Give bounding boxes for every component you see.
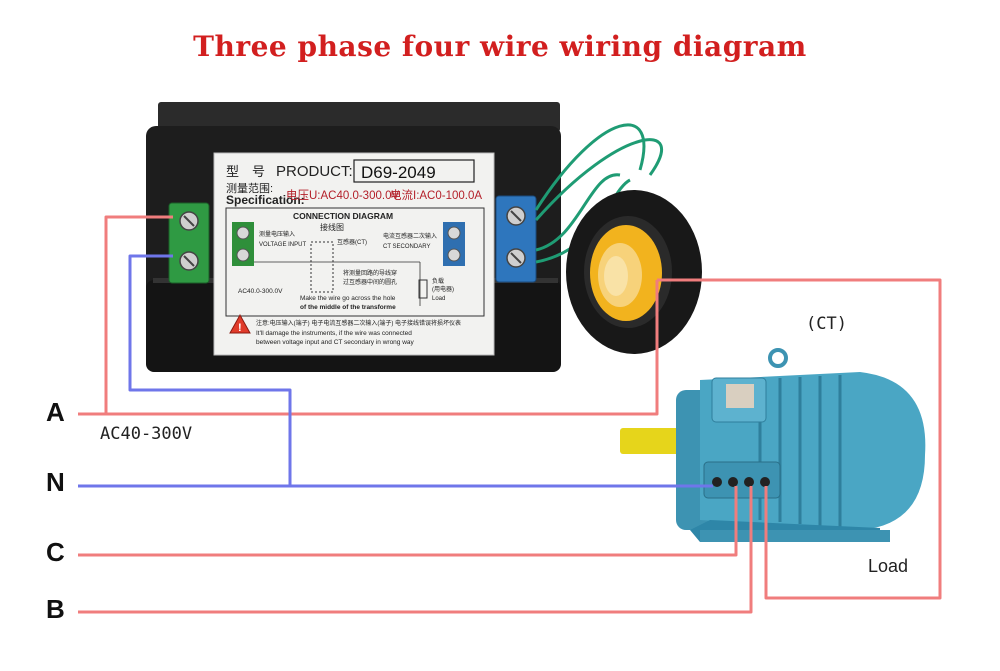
wire-ct-return xyxy=(657,278,942,600)
wire-b xyxy=(78,486,753,614)
spec-key: Specification: xyxy=(226,193,305,207)
ct-secondary-cn: 电流互感器二次输入 xyxy=(383,232,437,240)
meter-bezel xyxy=(158,102,560,132)
product-key: PRODUCT: xyxy=(276,163,353,180)
voltage-input-label: VOLTAGE INPUT xyxy=(259,242,306,248)
product-value: D69-2049 xyxy=(361,163,436,182)
load-cn: 负载 xyxy=(432,277,444,285)
wire-note-cn-1: 将测量回路的导线穿 xyxy=(343,269,397,277)
spec-current: 电流I:AC0-100.0A xyxy=(390,188,482,202)
warning-icon xyxy=(229,313,251,334)
ct-secondary-label: CT SECONDARY xyxy=(383,244,430,250)
warning-line-1: It'll damage the instruments, if the wir… xyxy=(256,330,412,337)
wire-a xyxy=(78,280,659,416)
current-transformer xyxy=(566,190,702,354)
phase-label-c: C xyxy=(46,537,65,567)
phase-label-n: N xyxy=(46,467,65,497)
load-cn-2: (用电器) xyxy=(432,285,454,293)
svg-text:!: ! xyxy=(238,322,242,334)
motor-shaft xyxy=(620,428,680,454)
diagram-title: Three phase four wire wiring diagram xyxy=(193,30,807,63)
motor-terminal-box xyxy=(703,461,781,499)
wire-c xyxy=(78,486,738,557)
wire-a-tap xyxy=(104,215,173,414)
wire-note-2: of the middle of the transforme xyxy=(300,304,396,311)
load-label: Load xyxy=(868,556,909,576)
motor-load xyxy=(620,348,926,542)
warning-cn: 注意:电压输入(端子) 电子电流互感器二次输入(端子) 电子接线错误将损坏仪表 xyxy=(256,319,461,327)
product-prefix: 型 号 xyxy=(226,164,265,179)
connection-title: CONNECTION DIAGRAM xyxy=(293,211,393,221)
ct-label: (CT) xyxy=(806,314,847,334)
spec-voltage: 电压U:AC40.0-300.0V xyxy=(286,189,399,202)
ct-secondary-terminal xyxy=(495,195,537,283)
load-small-label: Load xyxy=(432,296,445,302)
wire-note-cn-2: 过互感器中间的圆孔 xyxy=(343,278,397,286)
phase-label-b: B xyxy=(46,594,65,624)
voltage-input-terminal xyxy=(168,202,210,284)
connection-title-cn: 接线图 xyxy=(320,222,344,232)
voltage-input-cn: 测量电压输入 xyxy=(259,230,295,238)
panel-meter: 型 号 PRODUCT: D69-2049 测量范围: Specificatio… xyxy=(146,102,561,372)
wire-n-tap xyxy=(128,254,292,486)
voltage-range-label: AC40-300V xyxy=(100,424,193,444)
phase-label-a: A xyxy=(46,397,65,427)
wire-note-1: Make the wire go across the hole xyxy=(300,295,396,302)
voltage-range-label: AC40.0-300.0V xyxy=(238,288,283,295)
spec-prefix: 测量范围: xyxy=(226,181,273,195)
warning-line-2: between voltage input and CT secondary i… xyxy=(256,339,415,346)
transformer-cn: 互感器(CT) xyxy=(337,238,367,246)
